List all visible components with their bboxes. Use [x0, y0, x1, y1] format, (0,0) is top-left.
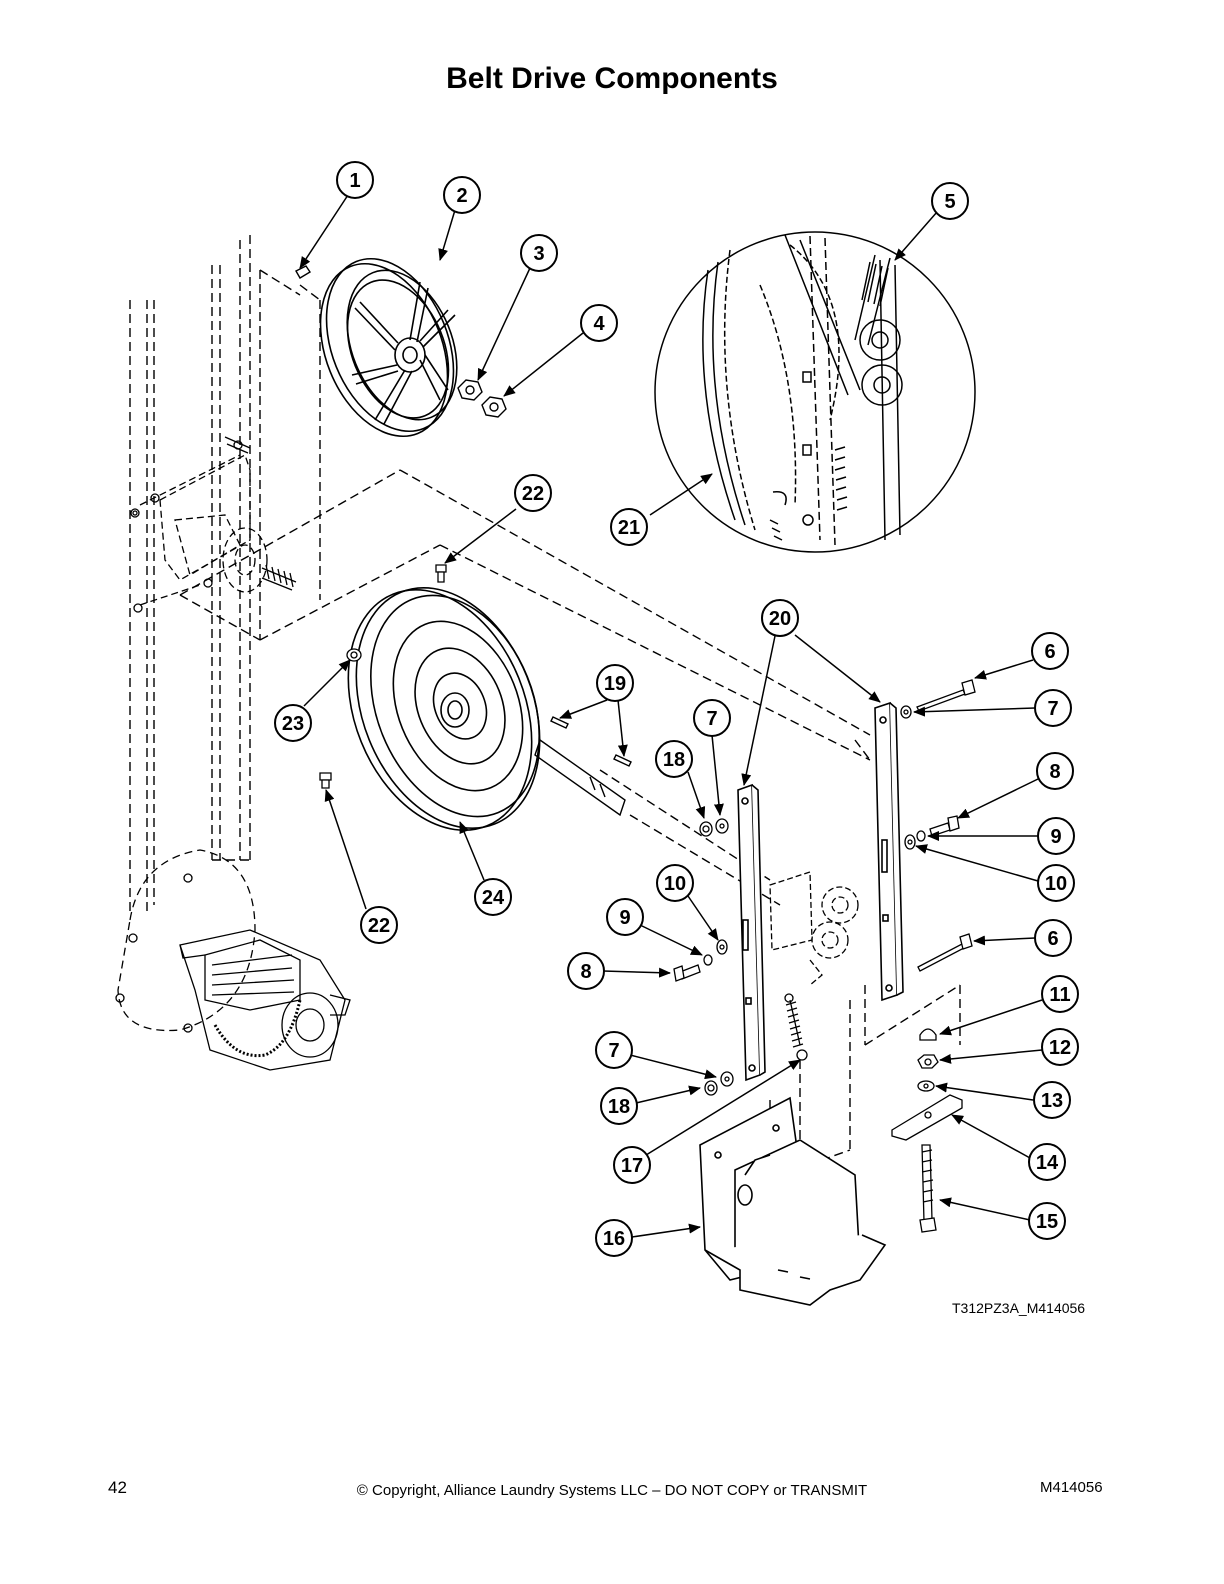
svg-text:22: 22	[368, 915, 390, 937]
svg-text:17: 17	[621, 1155, 643, 1177]
svg-text:7: 7	[608, 1040, 619, 1062]
callout-3: 3	[520, 234, 558, 272]
motor-phantom	[115, 849, 351, 1071]
adjuster-hardware	[891, 1028, 963, 1233]
motor-mount-phantom	[139, 454, 268, 606]
adjuster-plates	[737, 701, 904, 1082]
callout-12: 12	[1041, 1028, 1079, 1066]
callout-9: 9	[1037, 817, 1075, 855]
callout-11: 11	[1041, 975, 1079, 1013]
svg-text:21: 21	[618, 517, 640, 539]
callout-22b: 22	[360, 906, 398, 944]
svg-text:11: 11	[1049, 984, 1070, 1006]
svg-text:10: 10	[1045, 873, 1067, 895]
svg-text:5: 5	[944, 191, 955, 213]
svg-text:18: 18	[663, 749, 685, 771]
svg-text:20: 20	[769, 608, 791, 630]
callout-10: 10	[1037, 864, 1075, 902]
callout-7c: 7	[595, 1031, 633, 1069]
document-number: M414056	[1040, 1479, 1103, 1496]
svg-text:6: 6	[1044, 641, 1055, 663]
callout-23: 23	[274, 704, 312, 742]
shaft-with-keys	[534, 716, 632, 817]
detail-view	[654, 231, 976, 553]
callout-20: 20	[761, 599, 799, 637]
svg-text:3: 3	[533, 243, 544, 265]
spring	[784, 993, 808, 1061]
svg-text:24: 24	[482, 887, 505, 909]
flat-pulley	[347, 587, 541, 831]
svg-text:23: 23	[282, 713, 304, 735]
svg-text:13: 13	[1041, 1090, 1063, 1112]
hex-nuts	[457, 379, 507, 418]
svg-text:16: 16	[603, 1228, 625, 1250]
leader-lines	[299, 194, 1043, 1238]
callout-7b: 7	[693, 699, 731, 737]
svg-text:22: 22	[522, 483, 544, 505]
callout-15: 15	[1028, 1202, 1066, 1240]
svg-text:15: 15	[1036, 1211, 1058, 1233]
svg-text:19: 19	[604, 673, 626, 695]
callout-9b: 9	[606, 898, 644, 936]
page-title: Belt Drive Components	[446, 62, 778, 95]
svg-text:18: 18	[608, 1096, 630, 1118]
callout-17: 17	[613, 1146, 651, 1184]
callout-2: 2	[443, 176, 481, 214]
callout-18b: 18	[600, 1087, 638, 1125]
mounting-bracket	[699, 1096, 887, 1306]
callout-14: 14	[1028, 1143, 1066, 1181]
drawing-id: T312PZ3A_M414056	[952, 1300, 1086, 1316]
svg-text:4: 4	[593, 313, 605, 335]
svg-text:10: 10	[664, 873, 686, 895]
machine-frame-phantom	[129, 235, 961, 1200]
svg-text:14: 14	[1036, 1152, 1059, 1174]
callout-10b: 10	[656, 864, 694, 902]
idler-assembly-phantom	[769, 871, 859, 986]
page-number: 42	[108, 1478, 127, 1497]
callout-5: 5	[931, 182, 969, 220]
svg-text:1: 1	[349, 170, 360, 192]
callout-6: 6	[1031, 632, 1069, 670]
callout-13: 13	[1033, 1081, 1071, 1119]
svg-text:9: 9	[619, 907, 630, 929]
svg-text:6: 6	[1047, 928, 1058, 950]
small-fasteners	[319, 564, 447, 789]
callout-8b: 8	[567, 952, 605, 990]
callout-21: 21	[610, 508, 648, 546]
callout-8: 8	[1036, 752, 1074, 790]
spoked-pulley	[319, 257, 458, 438]
key-part-1	[295, 265, 311, 279]
callout-18a: 18	[655, 740, 693, 778]
callout-4: 4	[580, 304, 618, 342]
svg-text:2: 2	[456, 185, 467, 207]
bolts-and-washers	[673, 679, 976, 1096]
callout-7: 7	[1034, 689, 1072, 727]
svg-text:7: 7	[706, 708, 717, 730]
callout-6b: 6	[1034, 919, 1072, 957]
svg-text:9: 9	[1050, 826, 1061, 848]
copyright-notice: © Copyright, Alliance Laundry Systems LL…	[356, 1482, 868, 1499]
callout-19: 19	[596, 664, 634, 702]
svg-text:12: 12	[1049, 1037, 1071, 1059]
callout-24: 24	[474, 878, 512, 916]
svg-text:7: 7	[1047, 698, 1058, 720]
callout-16: 16	[595, 1219, 633, 1257]
svg-text:8: 8	[1049, 761, 1060, 783]
svg-text:8: 8	[580, 961, 591, 983]
callouts: 1 2 3 4 5 6 7 8 9 10 6 11 12 13 14 15 16…	[274, 161, 1079, 1257]
callout-22a: 22	[514, 474, 552, 512]
motor-shaft	[130, 436, 297, 613]
callout-1: 1	[336, 161, 374, 199]
